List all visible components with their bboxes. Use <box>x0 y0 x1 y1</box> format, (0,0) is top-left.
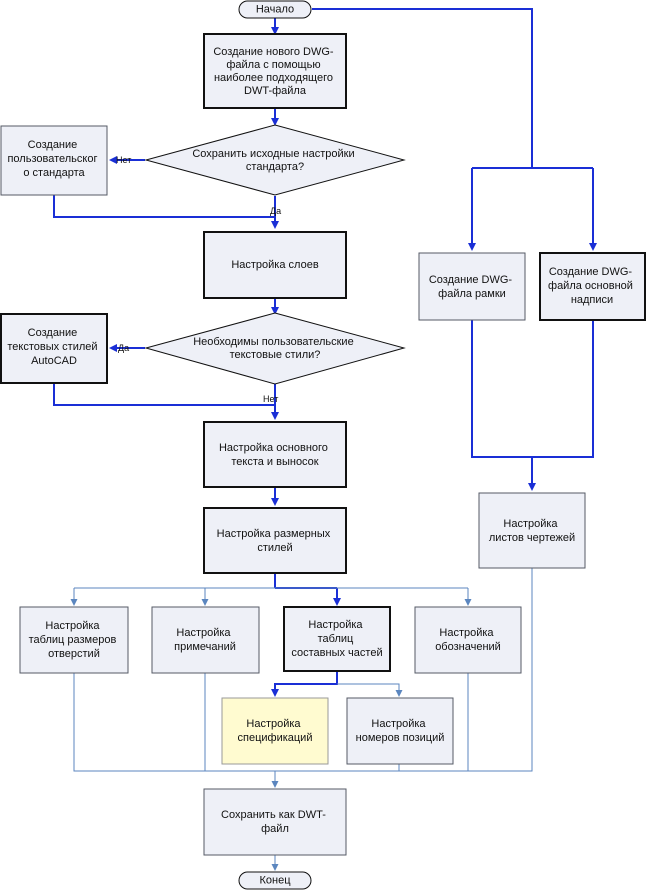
edge-label-no-2: Нет <box>263 394 278 404</box>
node-line: Создание DWG- <box>549 266 633 278</box>
node-main-text: Настройка основного текста и выносок <box>203 421 347 488</box>
node-line: файла основной <box>548 280 633 292</box>
node-label: Настройка номеров позиций <box>356 718 445 744</box>
edge-label-no-1: Нет <box>116 155 131 165</box>
node-line: Создание <box>28 139 78 151</box>
node-line: примечаний <box>174 641 236 653</box>
node-line: Настройка <box>439 627 494 639</box>
node-line: составных частей <box>291 647 382 659</box>
node-label: Создание нового DWG- файла с помощью наи… <box>213 46 336 97</box>
node-line: DWT-файла <box>244 85 307 97</box>
node-line: листов чертежей <box>489 532 575 544</box>
node-title-block: Создание DWG- файла основной надписи <box>539 252 646 321</box>
node-custom-standard: Создание пользовательског о стандарта <box>0 125 108 196</box>
node-line: AutoCAD <box>31 355 77 367</box>
node-label: Создание пользовательског о стандарта <box>7 139 100 179</box>
node-line: Настройка <box>503 518 558 530</box>
edge-label-yes-2: Да <box>118 343 129 353</box>
node-line: Настройка слоев <box>231 259 318 271</box>
node-line: текста и выносок <box>231 456 318 468</box>
node-keep-settings: Сохранить исходные настройки стандарта? <box>144 124 406 196</box>
node-layers: Настройка слоев <box>203 231 347 299</box>
node-label: Сохранить как DWT- файл <box>221 809 329 835</box>
node-line: файла с помощью <box>226 59 320 71</box>
node-label: Настройка спецификаций <box>238 718 313 744</box>
node-need-text-styles: Необходимы пользовательские текстовые ст… <box>144 312 406 385</box>
node-line: наиболее подходящего <box>214 72 333 84</box>
node-line: Настройка <box>246 718 301 730</box>
node-save-dwt: Сохранить как DWT- файл <box>203 788 347 856</box>
node-line: надписи <box>571 294 613 306</box>
node-line: номеров позиций <box>356 732 445 744</box>
node-start: Начало <box>238 0 312 19</box>
node-label: Настройка основного текста и выносок <box>219 442 331 468</box>
node-label: Создание текстовых стилей AutoCAD <box>7 327 100 367</box>
node-line: текстовые стили? <box>230 349 321 361</box>
node-label: Необходимы пользовательские текстовые ст… <box>193 336 357 361</box>
node-label: Настройка таблиц составных частей <box>291 619 382 659</box>
node-line: Настройка <box>176 627 231 639</box>
node-line: Настройка <box>308 619 363 631</box>
node-line: спецификаций <box>238 732 313 744</box>
node-line: Конец <box>259 875 291 887</box>
node-end: Конец <box>238 871 312 890</box>
node-designations: Настройка обозначений <box>414 606 522 674</box>
node-line: Создание DWG- <box>429 274 513 286</box>
node-line: Настройка <box>45 620 100 632</box>
node-line: Необходимы пользовательские <box>193 336 353 348</box>
node-line: Сохранить как DWT- <box>221 809 326 821</box>
node-frame-dwg: Создание DWG- файла рамки <box>418 252 526 321</box>
edge-labels: Нет Да Да Нет <box>116 155 281 404</box>
node-line: текстовых стилей <box>7 341 97 353</box>
node-line: стилей <box>257 542 292 554</box>
node-line: о стандарта <box>23 167 85 179</box>
node-line: Создание нового DWG- <box>213 46 334 58</box>
node-line: таблиц <box>318 633 354 645</box>
edge-label-yes-1: Да <box>270 206 281 216</box>
node-label: Настройка таблиц размеров отверстий <box>29 620 120 660</box>
node-label: Настройка обозначений <box>435 627 501 653</box>
node-label: Создание DWG- файла рамки <box>429 274 515 300</box>
node-line: обозначений <box>435 641 501 653</box>
node-label: Настройка слоев <box>231 259 318 271</box>
node-specs: Настройка спецификаций <box>221 697 329 765</box>
node-parts-tables: Настройка таблиц составных частей <box>283 606 391 672</box>
node-text-styles: Создание текстовых стилей AutoCAD <box>0 313 108 384</box>
node-line: Начало <box>256 4 294 16</box>
node-dim-styles: Настройка размерных стилей <box>203 507 347 574</box>
node-notes: Настройка примечаний <box>151 606 260 674</box>
node-label: Настройка листов чертежей <box>489 518 575 544</box>
node-line: стандарта? <box>246 161 304 173</box>
node-label: Сохранить исходные настройки стандарта? <box>192 148 357 173</box>
node-line: Сохранить исходные настройки <box>192 148 354 160</box>
connectors-secondary <box>70 568 533 871</box>
node-sheets: Настройка листов чертежей <box>478 492 586 569</box>
node-line: таблиц размеров <box>29 634 117 646</box>
node-new-dwg: Создание нового DWG- файла с помощью наи… <box>203 33 347 109</box>
node-line: Настройка размерных <box>217 528 331 540</box>
node-line: отверстий <box>48 648 100 660</box>
node-line: Настройка <box>371 718 426 730</box>
node-label: Настройка примечаний <box>174 627 236 653</box>
node-label: Настройка размерных стилей <box>217 528 334 554</box>
node-line: Создание <box>28 327 78 339</box>
node-item-numbers: Настройка номеров позиций <box>346 697 454 765</box>
node-line: пользовательског <box>7 153 97 165</box>
node-line: файл <box>261 823 289 835</box>
node-label: Создание DWG- файла основной надписи <box>548 266 636 306</box>
node-label: Начало <box>256 4 294 16</box>
node-label: Конец <box>259 875 291 887</box>
node-hole-tables: Настройка таблиц размеров отверстий <box>19 606 129 674</box>
node-line: файла рамки <box>438 288 506 300</box>
node-line: Настройка основного <box>219 442 328 454</box>
